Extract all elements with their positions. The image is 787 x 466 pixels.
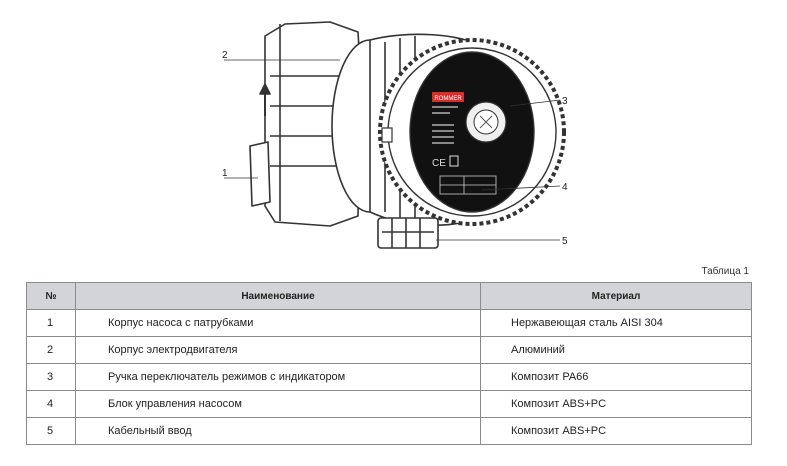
row-material: Композит ABS+PC [480, 390, 752, 418]
callout-2: 2 [222, 50, 228, 61]
table-row: 3 Ручка переключатель режимов с индикато… [26, 363, 752, 391]
table-row: 4 Блок управления насосом Композит ABS+P… [26, 390, 752, 418]
row-material: Композит PA66 [480, 363, 752, 391]
brand-logo: ROMMER [434, 96, 462, 102]
row-name: Кабельный ввод [75, 417, 481, 445]
row-name: Ручка переключатель режимов с индикаторо… [75, 363, 481, 391]
table-row: 2 Корпус электродвигателя Алюминий [26, 336, 752, 364]
callout-1: 1 [222, 168, 228, 179]
row-material: Нержавеющая сталь AISI 304 [480, 309, 752, 337]
svg-text:CE: CE [432, 158, 446, 169]
table-caption: Таблица 1 [701, 266, 749, 277]
row-material: Композит ABS+PC [480, 417, 752, 445]
table-header-row: № Наименование Материал [26, 282, 752, 310]
row-num: 2 [26, 336, 76, 364]
row-num: 5 [26, 417, 76, 445]
table-row: 5 Кабельный ввод Композит ABS+PC [26, 417, 752, 445]
pump-drawing: ROMMER CE 1 2 3 [222, 21, 568, 249]
row-num: 3 [26, 363, 76, 391]
row-num: 1 [26, 309, 76, 337]
header-material: Материал [480, 282, 752, 310]
row-name: Корпус электродвигателя [75, 336, 481, 364]
table-row: 1 Корпус насоса с патрубками Нержавеющая… [26, 309, 752, 337]
callout-5: 5 [562, 236, 568, 247]
parts-table: № Наименование Материал 1 Корпус насоса … [26, 282, 752, 445]
row-name: Блок управления насосом [75, 390, 481, 418]
callout-3: 3 [562, 96, 568, 107]
header-name: Наименование [75, 282, 481, 310]
header-num: № [26, 282, 76, 310]
row-num: 4 [26, 390, 76, 418]
pump-illustration: ROMMER CE 1 2 3 [210, 6, 580, 264]
row-name: Корпус насоса с патрубками [75, 309, 481, 337]
callout-4: 4 [562, 182, 568, 193]
row-material: Алюминий [480, 336, 752, 364]
